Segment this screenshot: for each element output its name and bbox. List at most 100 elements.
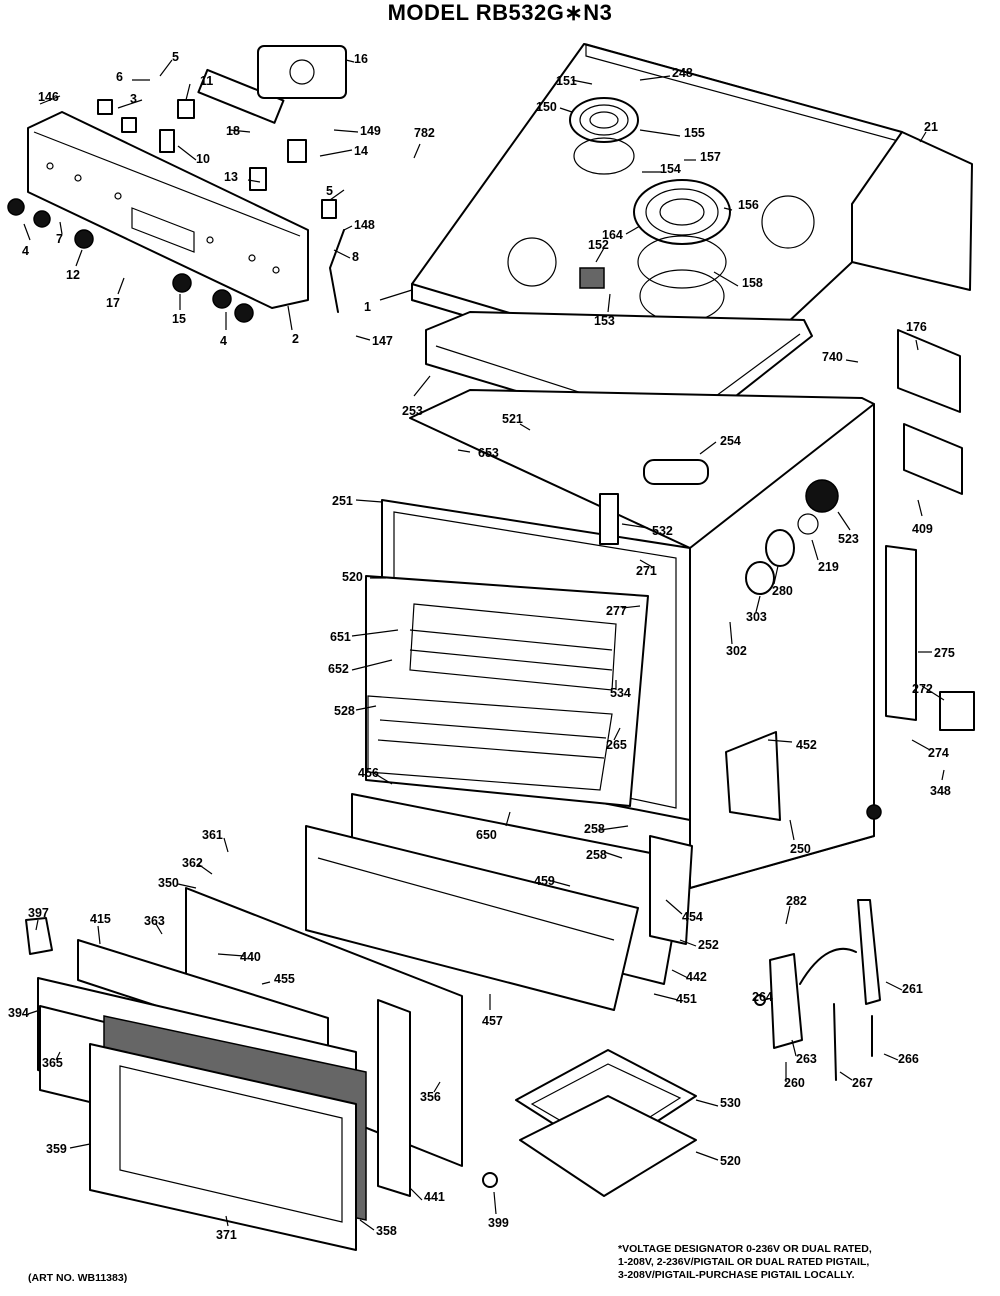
part-number-label: 18 — [226, 124, 240, 138]
part-number-label: 362 — [182, 856, 203, 870]
part-number-label: 356 — [420, 1090, 441, 1104]
leader-line — [789, 819, 795, 841]
part-number-label: 154 — [660, 162, 681, 176]
oven-racks — [365, 575, 649, 807]
leader-line — [639, 559, 655, 569]
leader-line — [723, 207, 733, 211]
leader-line — [413, 375, 431, 397]
part-number-label: 459 — [534, 874, 555, 888]
part-number-label: 456 — [358, 766, 379, 780]
leader-line — [695, 1151, 719, 1161]
part-number-label: 521 — [502, 412, 523, 426]
leader-line — [625, 225, 641, 235]
leader-line — [571, 79, 593, 85]
part-number-label: 520 — [342, 570, 363, 584]
part-number-label: 359 — [46, 1142, 67, 1156]
leader-line — [371, 771, 393, 785]
part-number-label: 150 — [536, 100, 557, 114]
leader-line — [519, 423, 531, 431]
part-number-label: 7 — [56, 232, 63, 246]
part-number-label: 10 — [196, 152, 210, 166]
leader-line — [679, 939, 697, 947]
part-number-label: 415 — [90, 912, 111, 926]
leader-line — [159, 59, 173, 77]
leader-line — [261, 981, 271, 985]
leader-line — [837, 511, 851, 531]
leader-line — [229, 129, 251, 133]
part-number-label: 252 — [698, 938, 719, 952]
leader-line — [177, 883, 197, 889]
part-number-label: 303 — [746, 610, 767, 624]
leader-line — [603, 851, 623, 859]
leader-line — [729, 621, 733, 645]
leader-line — [941, 769, 945, 781]
part-number-label: 528 — [334, 704, 355, 718]
part-number-label: 365 — [42, 1056, 63, 1070]
control-panel — [27, 111, 309, 309]
leader-line — [613, 727, 621, 741]
leader-line — [23, 223, 31, 241]
part-number-label: 653 — [478, 446, 499, 460]
leader-line — [333, 129, 359, 133]
leader-line — [217, 953, 245, 957]
part-number-label: 440 — [240, 950, 261, 964]
part-number-label: 13 — [224, 170, 238, 184]
part-number-label: 271 — [636, 564, 657, 578]
leader-line — [287, 305, 293, 331]
leader-line — [379, 289, 413, 301]
leader-line — [713, 271, 739, 287]
leader-line — [351, 629, 399, 637]
part-number-label: 651 — [330, 630, 351, 644]
leader-line — [75, 249, 83, 267]
leader-line — [197, 863, 213, 875]
part-number-label: 147 — [372, 334, 393, 348]
leader-line — [607, 293, 611, 313]
part-number-label: 253 — [402, 404, 423, 418]
leader-line — [917, 499, 923, 517]
leader-line — [345, 59, 355, 63]
leader-line — [319, 149, 353, 157]
leader-line — [69, 1143, 91, 1149]
part-number-label: 454 — [682, 910, 703, 924]
leader-line — [35, 919, 39, 931]
leader-line — [55, 1051, 61, 1061]
part-number-label: 280 — [772, 584, 793, 598]
part-number-label: 4 — [22, 244, 29, 258]
part-number-label: 3 — [130, 92, 137, 106]
part-number-label: 251 — [332, 494, 353, 508]
leader-line — [911, 739, 931, 751]
part-number-label: 441 — [424, 1190, 445, 1204]
leader-line — [559, 107, 573, 113]
part-number-label: 394 — [8, 1006, 29, 1020]
rear-panel — [851, 131, 973, 495]
surface-units — [569, 97, 731, 323]
part-number-label: 158 — [742, 276, 763, 290]
part-number-label: 363 — [144, 914, 165, 928]
part-number-label: 5 — [172, 50, 179, 64]
part-number-label: 17 — [106, 296, 120, 310]
part-number-label: 272 — [912, 682, 933, 696]
part-number-label: 155 — [684, 126, 705, 140]
leader-line — [755, 595, 761, 613]
part-number-label: 277 — [606, 604, 627, 618]
leader-line — [653, 993, 679, 1001]
leader-line — [59, 221, 63, 235]
leader-line — [839, 1071, 853, 1081]
leader-line — [343, 225, 353, 231]
part-number-label: 265 — [606, 738, 627, 752]
part-number-label: 523 — [838, 532, 859, 546]
door-hinges — [482, 804, 882, 1188]
part-number-label: 267 — [852, 1076, 873, 1090]
part-number-label: 358 — [376, 1224, 397, 1238]
part-number-label: 261 — [902, 982, 923, 996]
note-line: 3-208V/PIGTAIL-PURCHASE PIGTAIL LOCALLY. — [618, 1269, 855, 1281]
leader-line — [333, 249, 351, 259]
control-knobs — [7, 198, 254, 323]
part-number-label: 532 — [652, 524, 673, 538]
leader-line — [547, 879, 571, 887]
part-number-label: 740 — [822, 350, 843, 364]
note-line: *VOLTAGE DESIGNATOR 0-236V OR DUAL RATED… — [618, 1243, 872, 1255]
callout-leaders — [23, 59, 945, 1231]
leader-line — [639, 129, 681, 137]
